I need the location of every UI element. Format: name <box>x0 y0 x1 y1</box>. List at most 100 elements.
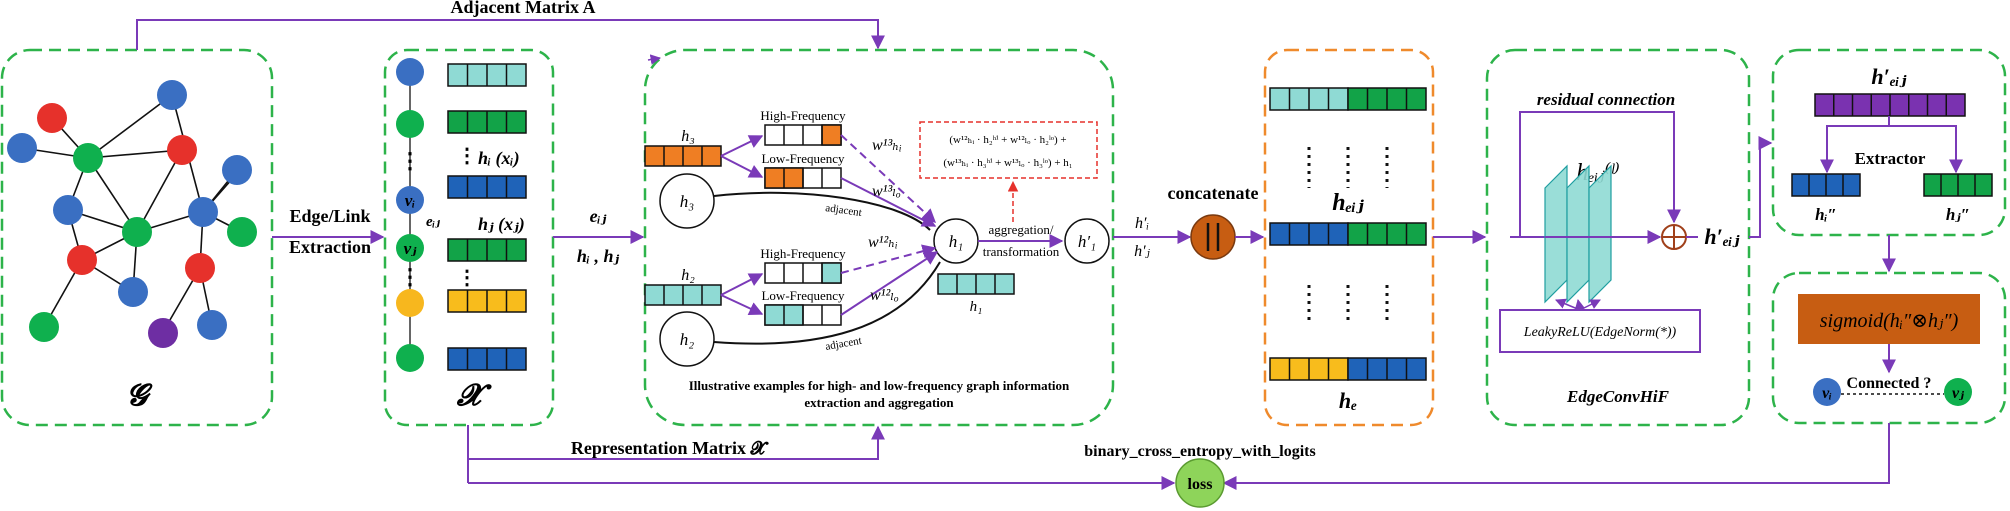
edge-vector-bottom <box>1269 357 1427 381</box>
illustration-caption-2: extraction and aggregation <box>804 395 954 410</box>
edge-dots-upper <box>1307 147 1389 188</box>
edge-dots-lower <box>1307 285 1389 325</box>
edge-link-label: Edge/Link <box>289 206 370 226</box>
graph-node <box>157 80 187 110</box>
edge-vectors <box>1269 87 1427 381</box>
low-freq-label-3: Low-Frequency <box>761 151 845 166</box>
graph-nodes <box>7 80 257 348</box>
to-loss-right <box>1222 423 1890 490</box>
edge-vector-top <box>1269 87 1427 111</box>
node-h2-label: h₂ <box>680 330 695 349</box>
pred-vi-label: vᵢ <box>1822 385 1832 402</box>
hj-xj-label: hⱼ (xⱼ) <box>478 214 525 235</box>
graph-node <box>7 133 37 163</box>
vector-blue-hi <box>447 175 527 199</box>
graph-node <box>29 312 59 342</box>
node-h1-label: h₁ <box>949 232 963 251</box>
graph-node <box>67 245 97 275</box>
concat-operator <box>1190 214 1236 260</box>
hi-prime-label: h′ᵢ <box>1135 215 1149 232</box>
heij-prime-out: h′ₑᵢⱼ <box>1704 224 1739 249</box>
graph-node <box>188 197 218 227</box>
leaky-box <box>1499 309 1701 353</box>
vector-teal <box>447 63 527 87</box>
aggregation-label-1: aggregation/ <box>989 222 1054 237</box>
graph-node <box>148 318 178 348</box>
node-vj <box>396 234 424 262</box>
node-h2 <box>659 311 715 367</box>
pred-node-vj <box>1944 378 1972 406</box>
hj-prime-label: h′ⱼ <box>1134 243 1151 260</box>
heij-prime-top: h′ₑᵢⱼ <box>1871 64 1906 89</box>
adjacent-matrix-label: Adjacent Matrix A <box>451 0 596 17</box>
hi-pp-vector <box>1791 173 1861 197</box>
graph-node <box>73 143 103 173</box>
he-label: hₑ <box>1339 388 1357 413</box>
prediction-panel <box>1771 271 2007 425</box>
corner-arrow <box>647 54 662 65</box>
vi-label: vᵢ <box>405 191 416 210</box>
node-h1-prime <box>1064 218 1110 264</box>
repr-symbol: 𝓧 <box>456 379 492 412</box>
w12lo-label: w¹²ₗₒ <box>870 287 899 304</box>
bce-label: binary_cross_entropy_with_logits <box>1084 443 1315 460</box>
to-extractor-arrow <box>1749 136 1773 238</box>
sigmoid-label: sigmoid(hᵢ″⊗hⱼ″) <box>1820 310 1959 332</box>
loss-node <box>1175 458 1225 508</box>
h1-vec-label: h₁ <box>970 299 983 315</box>
hj-pp-label: hⱼ″ <box>1946 205 1970 224</box>
residual-label: residual connection <box>1537 90 1675 109</box>
edgeconv-label: EdgeConvHiF <box>1566 387 1670 406</box>
graph-node <box>167 135 197 165</box>
extraction-label: Extraction <box>289 237 371 257</box>
vector-h3-high <box>764 124 842 146</box>
repr-matrix-arrow <box>468 425 885 460</box>
vector-green <box>447 110 527 134</box>
vector-h2-high <box>764 262 842 284</box>
h3-vec-label: h₃ <box>681 128 695 145</box>
graph-node <box>53 195 83 225</box>
adjacent-matrix-arrow <box>136 19 885 50</box>
w13hi-label: w¹³ₕᵢ <box>872 137 902 154</box>
formula-line-1: (w¹²ₕᵢ · h₂ʰⁱ + w¹²ₗₒ · h₂ˡᵒ) + <box>949 134 1066 146</box>
dots-2: ⋮ <box>399 264 421 289</box>
dots-vec-1: ⋮ <box>457 145 477 167</box>
vector-blue-last <box>447 347 527 371</box>
vector-h3 <box>644 145 722 167</box>
vj-label: vⱼ <box>404 239 418 258</box>
conv-layers <box>1544 164 1612 304</box>
hi-hj-label: hᵢ , hⱼ <box>577 246 620 266</box>
hj-pp-vector <box>1923 173 1993 197</box>
h2-vec-label: h₂ <box>681 267 695 284</box>
node-blue <box>396 58 424 86</box>
node-h3-label: h₃ <box>680 192 695 211</box>
graph-node <box>122 217 152 247</box>
graph-symbol: 𝓖 <box>126 379 153 412</box>
adjacent-label-3: adjacent <box>825 202 863 219</box>
adjacent-curve-2 <box>713 261 941 345</box>
low-freq-label-2: Low-Frequency <box>761 288 845 303</box>
vector-h1 <box>937 273 1015 295</box>
extractor-label: Extractor <box>1855 149 1926 168</box>
node-green <box>396 110 424 138</box>
concatenate-label: concatenate <box>1168 183 1259 203</box>
repr-matrix-label: Representation Matrix 𝓧 <box>571 438 770 458</box>
formula-box <box>919 121 1098 179</box>
hi-pp-label: hᵢ″ <box>1815 205 1837 224</box>
leaky-label: LeakyReLU(EdgeNorm(*)) <box>1523 325 1677 340</box>
graph-node <box>37 103 67 133</box>
w13lo-label: w¹³ₗₒ <box>872 183 901 200</box>
loss-label: loss <box>1188 476 1213 493</box>
connected-label: Connected ? <box>1847 375 1932 392</box>
pred-node-vi <box>1813 378 1841 406</box>
illustration-caption-1: Illustrative examples for high- and low-… <box>689 378 1070 393</box>
high-freq-label-2: High-Frequency <box>760 246 846 261</box>
sigmoid-box <box>1798 294 1980 344</box>
dots-vec-2: ⋮ <box>457 267 477 289</box>
node-vi <box>396 186 424 214</box>
vector-h2-low <box>764 304 842 326</box>
adjacent-curve-3 <box>713 191 931 231</box>
graph-node <box>185 253 215 283</box>
adjacent-label-2: adjacent <box>824 335 862 353</box>
